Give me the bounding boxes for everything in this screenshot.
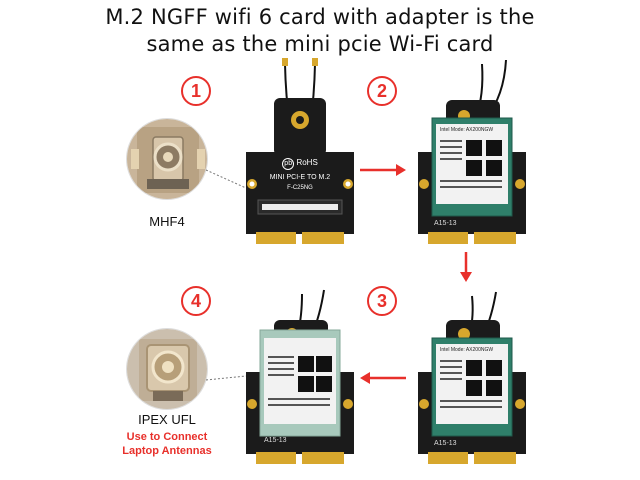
arrow-left-icon (360, 372, 406, 384)
antenna-note: Use to Connect Laptop Antennas (106, 430, 228, 458)
pb-free-icon: pb (282, 158, 295, 170)
antenna-note-line-1: Use to Connect (126, 431, 208, 443)
wifi-card-code-bottom-right: A15-13 (434, 440, 457, 447)
mhf4-label: MHF4 (149, 214, 185, 229)
ipex-label: IPEX UFL (138, 412, 196, 427)
ipex-connector-photo (126, 328, 208, 410)
wifi-card-brand-top: Intel Mode: AX200NGW (440, 127, 494, 133)
arrow-right-icon (360, 164, 406, 176)
adapter-model-text: MINI PCI-E TO M.2 (269, 174, 331, 181)
step-badge-1: 1 (181, 76, 211, 106)
step-badge-3: 3 (367, 286, 397, 316)
title-line-2: same as the mini pcie Wi-Fi card (146, 32, 494, 56)
adapter-with-wifi-card-bottom-right (418, 291, 526, 464)
adapter-with-wifi-card-top (418, 59, 526, 244)
adapter-rohs-mark: pb RoHS (275, 158, 325, 170)
arrow-down-icon (460, 252, 472, 282)
antenna-note-line-2: Laptop Antennas (122, 445, 212, 457)
wifi-card-code-top: A15-13 (434, 220, 457, 227)
adapter-part-number: F-C25NG (287, 185, 313, 191)
page-title: M.2 NGFF wifi 6 card with adapter is the… (0, 4, 640, 58)
mhf4-connector-photo (126, 118, 208, 200)
adapter-board (246, 58, 354, 244)
wifi-card-code-bottom-left: A15-13 (264, 437, 287, 444)
step-badge-2: 2 (367, 76, 397, 106)
wifi-card-brand-bottom-right: Intel Mode: AX200NGW (440, 347, 494, 353)
title-line-1: M.2 NGFF wifi 6 card with adapter is the (105, 5, 535, 29)
step-badge-4: 4 (181, 286, 211, 316)
adapter-rohs-text: RoHS (296, 158, 318, 167)
adapter-with-wifi-card-bottom-left (246, 289, 354, 464)
